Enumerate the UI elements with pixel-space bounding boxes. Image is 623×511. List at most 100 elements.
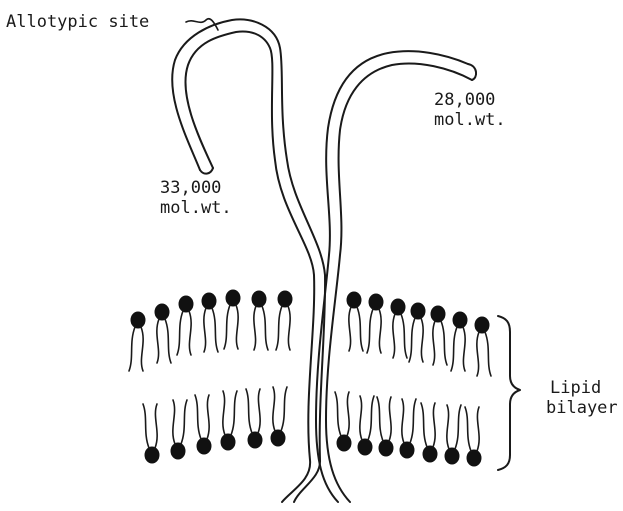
lipid-tail [421,318,423,362]
lipid-molecule [465,407,482,467]
chain-large-weight: 33,000 [160,178,232,198]
lipid-tail [335,392,341,436]
lipid-tail [212,308,218,352]
lipid-tail [224,305,230,349]
lipid-molecule [271,387,288,447]
lipid-head [369,294,384,311]
lipid-molecule [377,397,394,457]
lipid-tail [377,397,383,441]
lipid-head [131,312,146,329]
lipid-tail [189,311,191,355]
bilayer-bracket [498,316,520,470]
lipid-molecule [155,304,172,364]
lipid-tail [447,405,449,449]
lipid-head [453,312,468,329]
lipid-tail [463,327,465,371]
lipid-head [145,447,160,464]
lipid-head [171,443,186,460]
lipid-tail [157,319,159,363]
lipid-tail [477,332,479,376]
lipid-molecule [475,317,492,377]
lipid-molecule [129,312,146,372]
chain-small-unit: mol.wt. [434,110,506,130]
lipid-head [155,304,170,321]
lipid-head [278,291,293,308]
lipid-tail [129,327,135,371]
lipid-tail [451,327,457,371]
lipid-tail [477,407,479,451]
lipid-tail [367,309,373,353]
lipid-tail [141,327,143,371]
lipid-tail [177,311,183,355]
lipid-tail [281,387,287,431]
lipid-head [271,430,286,447]
lipid-head [411,303,426,320]
lipid-tail [236,305,238,349]
lipid-head [379,440,394,457]
lipid-tail [485,332,491,376]
lipid-head [226,290,241,307]
lipid-tail [433,403,435,447]
lipid-molecule [391,299,408,359]
lipid-molecule [252,291,269,351]
membrane-label-line1: Lipid [546,378,618,398]
chain-small-label: 28,000 mol.wt. [434,90,506,130]
left-chain [172,19,325,502]
lipid-molecule [409,303,426,363]
lipid-tail [368,396,374,440]
lipid-head [179,296,194,313]
lipid-tail [455,405,461,449]
lipid-head [347,292,362,309]
lipid-tail [258,389,260,433]
lipid-tail [195,395,201,439]
lipid-tail [421,403,427,447]
lipid-molecule [177,296,194,356]
lipid-head [431,306,446,323]
lipid-tail [347,392,349,436]
lipid-tail [349,307,351,351]
lipid-tail [360,396,362,440]
lipid-tail [173,400,175,444]
lipid-molecule [195,395,212,455]
lipid-molecule [143,404,160,464]
lipid-tail [389,397,391,441]
lipid-molecule [224,290,241,350]
lipid-tail [465,407,471,451]
lipid-head [248,432,263,449]
lipid-tail [393,314,395,358]
lipid-tail [246,389,252,433]
lipid-head [221,434,236,451]
lipid-molecule [246,389,263,449]
lipid-tail [288,306,290,350]
chain-large-label: 33,000 mol.wt. [160,178,232,218]
lipid-molecule [171,400,188,460]
lipid-head [252,291,267,308]
lipid-head [467,450,482,467]
lipid-tail [379,309,381,353]
lipid-tail [273,387,275,431]
lipid-tail [204,308,206,352]
lipid-head [202,293,217,310]
lipid-molecule [358,396,375,456]
lipid-tail [155,404,157,448]
lipid-molecule [400,399,417,459]
lipid-head [423,446,438,463]
membrane-label: Lipid bilayer [546,378,618,418]
lipid-head [400,442,415,459]
lipid-tail [254,306,256,350]
lipid-tail [441,321,447,365]
chain-large-unit: mol.wt. [160,198,232,218]
lipid-molecule [221,391,238,451]
lipid-head [337,435,352,452]
lipid-tail [433,321,435,365]
lipid-tail [181,400,187,444]
lipid-head [475,317,490,334]
lipid-tail [409,318,415,362]
lipid-tail [207,395,209,439]
lower-leaflet [143,387,482,467]
lipid-molecule [202,293,219,353]
membrane-label-line2: bilayer [546,398,618,418]
lipid-molecule [276,291,293,351]
lipid-molecule [335,392,352,452]
